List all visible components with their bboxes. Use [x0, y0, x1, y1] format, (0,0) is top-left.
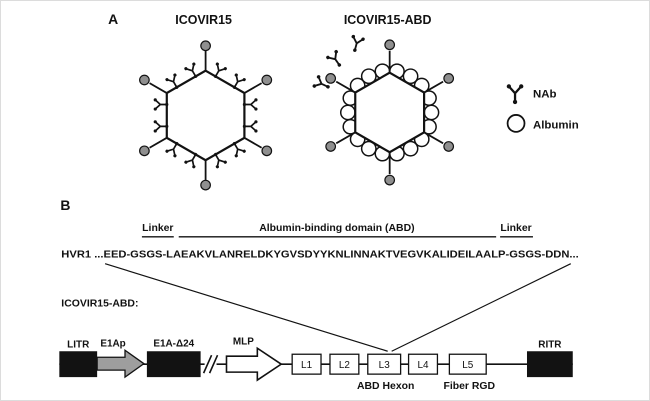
nab-icon	[324, 48, 347, 72]
fiber-knobs	[325, 39, 455, 186]
fiber-knob	[261, 74, 273, 86]
l3-label: L3	[379, 360, 391, 371]
construct-label: ICOVIR15-ABD:	[61, 298, 138, 309]
litr-label: LITR	[67, 339, 89, 350]
fiber-shafts	[335, 50, 444, 175]
albumin-legend-label: Albumin	[533, 119, 579, 131]
l2-label: L2	[339, 360, 351, 371]
nab-legend-label: NAb	[533, 89, 557, 101]
abd-domain-label: Albumin-binding domain (ABD)	[259, 223, 414, 234]
abd-hexon-annotation: ABD Hexon	[357, 381, 414, 392]
virus-left-title: ICOVIR15	[175, 13, 232, 27]
e1a-delta24-box	[146, 351, 201, 378]
l4-box	[407, 353, 439, 375]
virus-icovir15	[139, 40, 273, 191]
e1ap-label: E1Ap	[100, 338, 125, 349]
capsid-hexagon	[354, 71, 426, 154]
genome-map: LITR E1Ap E1A-Δ24 MLP L1 L2 L3 L4 L5 RIT…	[59, 336, 573, 392]
panel-b-label: B	[60, 197, 70, 213]
legend: NAb Albumin	[505, 83, 579, 133]
fiber-shafts	[149, 50, 263, 181]
linker-left-label: Linker	[142, 223, 173, 234]
l1-label: L1	[301, 360, 313, 371]
albumin-circle	[360, 140, 377, 157]
albumin-circle	[339, 104, 356, 121]
l5-label: L5	[462, 360, 474, 371]
fiber-knob	[443, 73, 455, 84]
fiber-knob	[384, 39, 396, 51]
fiber-knob	[200, 179, 211, 191]
ritr-box	[526, 351, 573, 378]
l3-box	[367, 353, 402, 375]
linker-right-label: Linker	[500, 223, 531, 234]
ritr-label: RITR	[538, 339, 561, 350]
nab-icon	[346, 33, 367, 55]
fiber-knob	[325, 141, 337, 152]
fiber-knob	[200, 40, 211, 52]
hvr1-sequence-text: HVR1 ...EED-GSGS-LAEAKVLANRELDKYGVSDYYKN…	[61, 250, 579, 261]
fiber-knob	[325, 73, 337, 84]
albumin-legend-icon	[506, 114, 526, 133]
virus-icovir15-abd	[311, 33, 455, 186]
panel-a-label: A	[108, 11, 118, 27]
fiber-knob	[139, 145, 150, 157]
litr-box	[59, 351, 98, 378]
e1ap-arrow	[96, 348, 146, 379]
l5-box	[448, 353, 487, 375]
albumin-circle	[402, 68, 419, 85]
albumin-circle	[360, 68, 377, 85]
albumin-circle	[402, 140, 419, 157]
albumin-circle	[423, 104, 440, 121]
fiber-knob	[139, 74, 150, 86]
panel-a: A ICOVIR15 ICOVIR15-ABD	[108, 11, 579, 191]
fiber-knob	[261, 145, 273, 157]
virus-right-title: ICOVIR15-ABD	[344, 13, 432, 27]
l1-box	[291, 353, 322, 375]
fiber-knob	[384, 174, 396, 186]
panel-b: B Linker Albumin-binding domain (ABD) Li…	[59, 197, 579, 392]
capsid-hexagon	[165, 69, 246, 162]
nab-legend-icon	[505, 83, 525, 106]
l4-label: L4	[417, 360, 429, 371]
mlp-arrow	[225, 346, 283, 382]
mlp-label: MLP	[233, 336, 254, 347]
l2-box	[329, 353, 360, 375]
genome-break-slashes	[202, 354, 219, 374]
fiber-knob	[443, 141, 455, 152]
fiber-knobs	[139, 40, 273, 191]
fiber-rgd-annotation: Fiber RGD	[443, 381, 495, 392]
e1a-delta24-label: E1A-Δ24	[153, 338, 194, 349]
insertion-lines	[104, 263, 572, 352]
